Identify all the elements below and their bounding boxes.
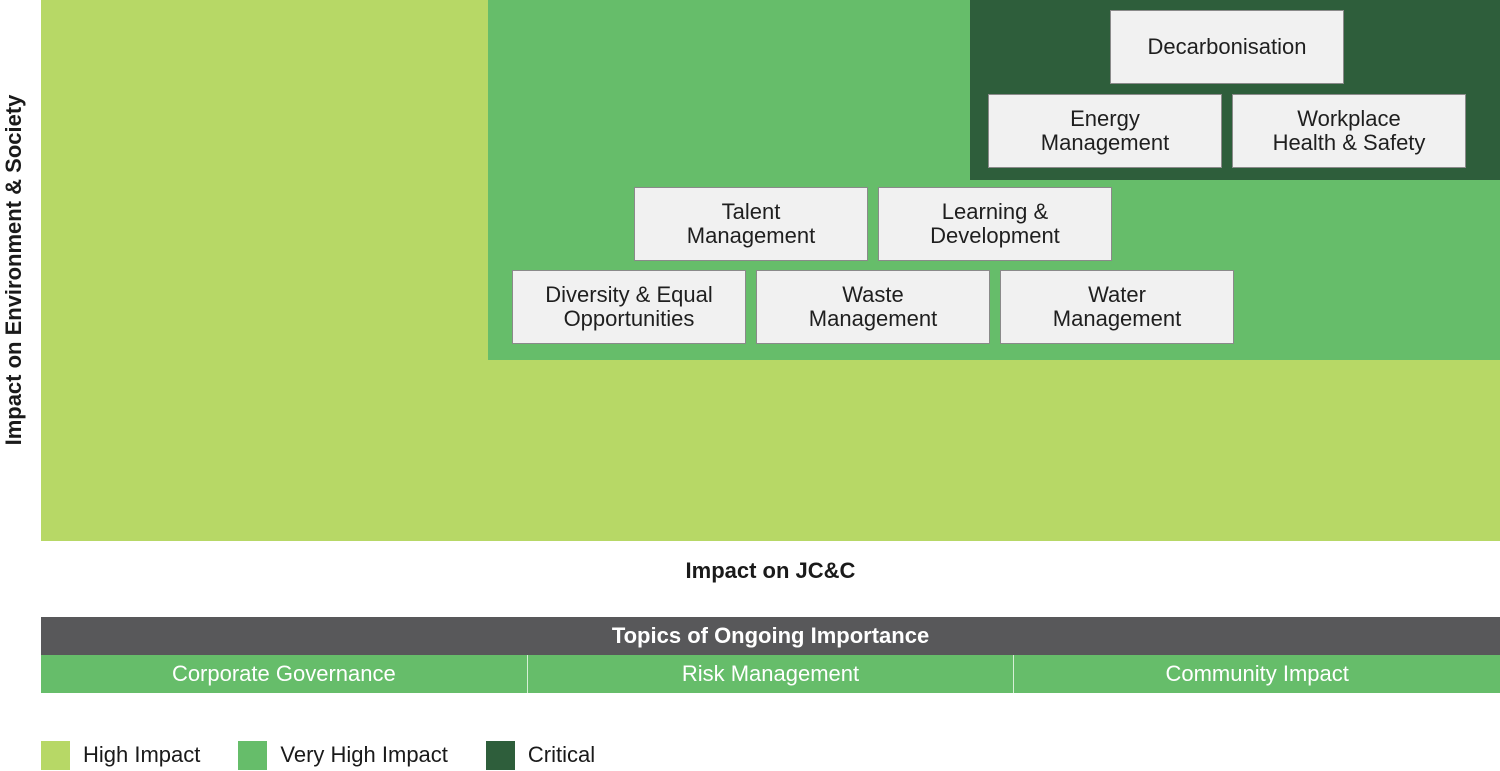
- legend-swatch-high-impact: [41, 740, 70, 770]
- legend: High Impact Very High Impact Critical: [41, 740, 633, 770]
- legend-label: High Impact: [83, 742, 201, 767]
- topic-talent-management: Talent Management: [634, 187, 868, 261]
- y-axis-label: Impact on Environment & Society: [1, 94, 26, 446]
- topic-workplace-health-safety: Workplace Health & Safety: [1232, 94, 1466, 168]
- topic-learning-development: Learning & Development: [878, 187, 1112, 261]
- ongoing-importance-row: Corporate Governance Risk Management Com…: [41, 655, 1500, 693]
- topic-diversity-equal-opportunities: Diversity & Equal Opportunities: [512, 270, 746, 344]
- topic-energy-management: Energy Management: [988, 94, 1222, 168]
- x-axis-label: Impact on JC&C: [685, 558, 856, 583]
- ongoing-topic-community-impact: Community Impact: [1013, 655, 1500, 693]
- legend-swatch-very-high-impact: [238, 740, 268, 770]
- legend-label: Very High Impact: [280, 742, 448, 767]
- legend-item-high-impact: High Impact: [41, 740, 201, 770]
- topic-decarbonisation: Decarbonisation: [1110, 10, 1344, 84]
- topic-water-management: Water Management: [1000, 270, 1234, 344]
- topic-waste-management: Waste Management: [756, 270, 990, 344]
- legend-swatch-critical: [485, 740, 515, 770]
- ongoing-topic-risk-management: Risk Management: [526, 655, 1014, 693]
- legend-label: Critical: [527, 742, 596, 767]
- legend-item-critical: Critical: [485, 740, 596, 770]
- legend-item-very-high-impact: Very High Impact: [238, 740, 448, 770]
- ongoing-importance-header: Topics of Ongoing Importance: [41, 617, 1500, 655]
- ongoing-topic-corporate-governance: Corporate Governance: [41, 655, 527, 693]
